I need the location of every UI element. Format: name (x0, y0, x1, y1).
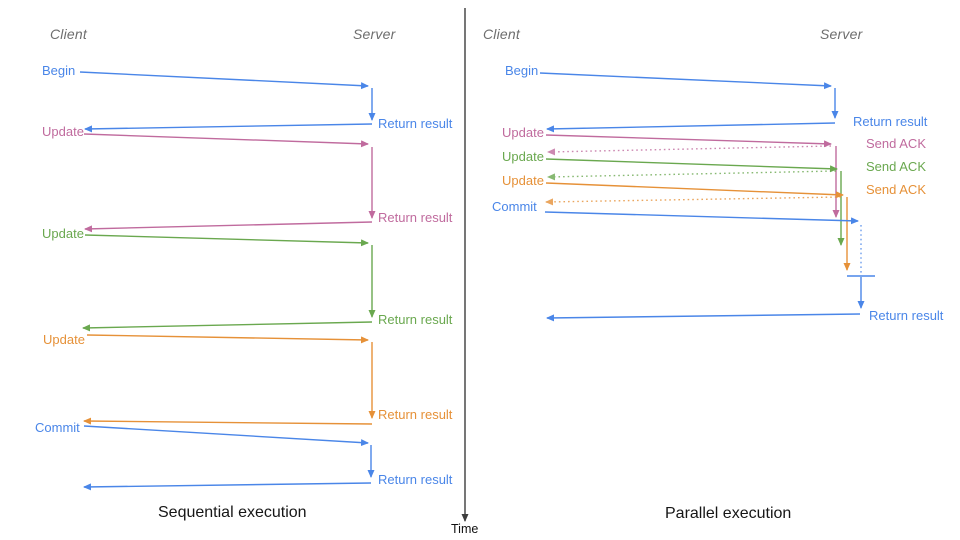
par-update1-request (545, 134, 832, 148)
seq-commit-response (83, 482, 372, 491)
parallel-server-header: Server (820, 26, 863, 42)
parallel-panel-title: Parallel execution (665, 505, 792, 522)
seq-begin-request (79, 71, 369, 90)
par-commit-response (546, 313, 861, 322)
par-return1-label: Return result (853, 114, 928, 129)
parallel-client-header: Client (483, 26, 520, 42)
seq-return2-label: Return result (378, 210, 453, 225)
par-ack1-label: Send ACK (866, 136, 926, 151)
par-ack3-label: Send ACK (866, 182, 926, 197)
par-begin-response (546, 122, 836, 133)
par-begin-label: Begin (505, 63, 538, 78)
seq-update2-request (84, 234, 369, 247)
seq-return3-label: Return result (378, 312, 453, 327)
par-commit-request (544, 211, 859, 225)
sequential-client-header: Client (50, 26, 87, 42)
seq-return4-label: Return result (378, 407, 453, 422)
seq-update3-request (86, 334, 369, 344)
seq-update1-response (84, 221, 373, 233)
seq-update3-label: Update (43, 332, 85, 347)
par-update3-request (545, 182, 844, 199)
par-update2-ack (547, 170, 837, 181)
par-update3-label: Update (502, 173, 544, 188)
par-update2-request (545, 158, 838, 173)
seq-commit-label: Commit (35, 420, 80, 435)
seq-return1-label: Return result (378, 116, 453, 131)
par-begin-request (539, 72, 832, 90)
sequential-panel-title: Sequential execution (158, 504, 307, 521)
seq-commit-request (83, 425, 369, 447)
par-ack2-label: Send ACK (866, 159, 926, 174)
seq-update1-request (83, 133, 369, 148)
seq-update2-response (82, 321, 373, 332)
seq-begin-label: Begin (42, 63, 75, 78)
par-update3-ack (545, 196, 842, 206)
seq-return5-label: Return result (378, 472, 453, 487)
par-commit-label: Commit (492, 199, 537, 214)
seq-update3-response (83, 417, 373, 425)
sequential-server-header: Server (353, 26, 396, 42)
seq-update1-label: Update (42, 124, 84, 139)
par-update2-label: Update (502, 149, 544, 164)
par-update1-ack (547, 145, 832, 156)
par-return2-label: Return result (869, 308, 944, 323)
seq-update2-label: Update (42, 226, 84, 241)
par-update1-label: Update (502, 125, 544, 140)
time-axis-label: Time (451, 522, 479, 536)
seq-begin-response (84, 123, 373, 133)
